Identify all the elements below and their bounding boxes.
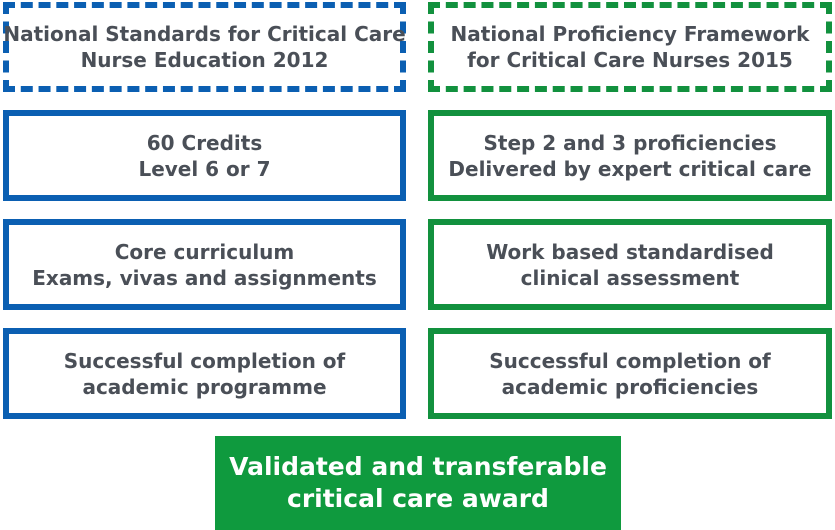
framework-header-line-1: National Proficiency Framework [450, 22, 810, 46]
proficiencies-line-2: Delivered by expert critical care [448, 156, 812, 181]
clinical-assessment-line-2: clinical assessment [520, 265, 740, 290]
standards-header-line-2: Nurse Education 2012 [80, 48, 329, 72]
proficiencies-box: Step 2 and 3 proficiencies Delivered by … [428, 110, 832, 201]
credits-box: 60 Credits Level 6 or 7 [3, 110, 406, 201]
credits-line-1: 60 Credits [146, 130, 263, 155]
clinical-assessment-line-1: Work based standardised [486, 239, 774, 264]
standards-header-line-1: National Standards for Critical Care [3, 22, 406, 46]
outcome-award-box: Validated and transferable critical care… [215, 436, 621, 530]
core-curriculum-box: Core curriculum Exams, vivas and assignm… [3, 219, 406, 310]
academic-programme-line-1: Successful completion of [63, 348, 346, 373]
academic-programme-box: Successful completion of academic progra… [3, 328, 406, 419]
framework-header-line-2: for Critical Care Nurses 2015 [467, 48, 793, 72]
core-curriculum-line-2: Exams, vivas and assignments [32, 265, 377, 290]
proficiencies-line-1: Step 2 and 3 proficiencies [483, 130, 777, 155]
academic-proficiencies-box: Successful completion of academic profic… [428, 328, 832, 419]
academic-proficiencies-line-2: academic proficiencies [501, 374, 759, 399]
credits-line-2: Level 6 or 7 [138, 156, 271, 181]
standards-header-box: National Standards for Critical Care Nur… [3, 2, 406, 92]
core-curriculum-line-1: Core curriculum [114, 239, 295, 264]
framework-header-box: National Proficiency Framework for Criti… [428, 2, 832, 92]
academic-programme-line-2: academic programme [82, 374, 327, 399]
outcome-line-2: critical care award [287, 484, 549, 513]
outcome-line-1: Validated and transferable [229, 452, 607, 481]
academic-proficiencies-line-1: Successful completion of [489, 348, 771, 373]
clinical-assessment-box: Work based standardised clinical assessm… [428, 219, 832, 310]
